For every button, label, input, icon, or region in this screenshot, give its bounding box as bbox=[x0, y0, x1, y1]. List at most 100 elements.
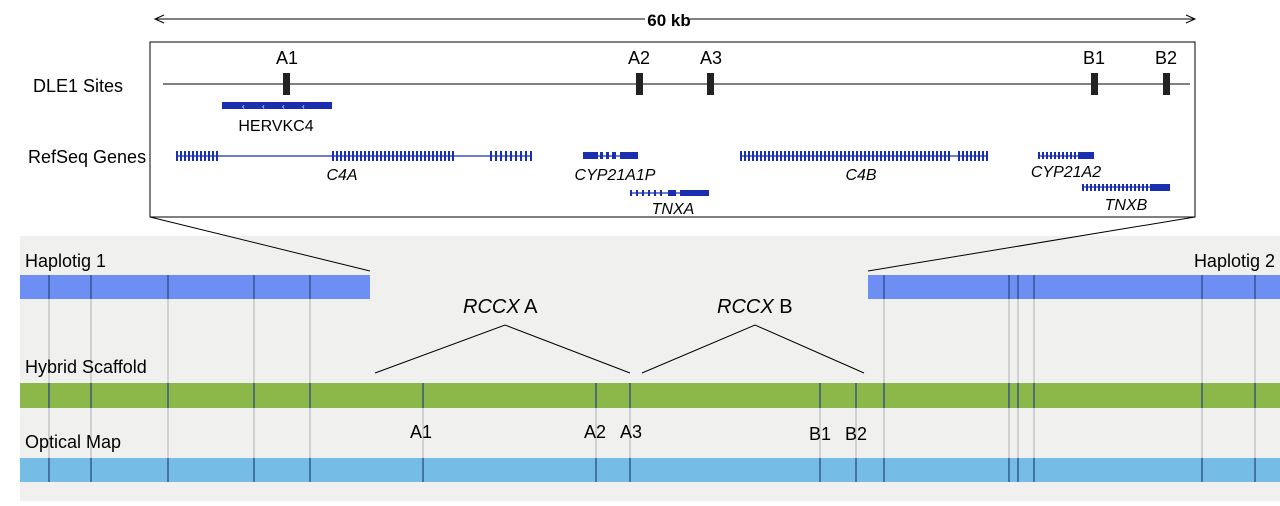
exon-block bbox=[974, 151, 976, 161]
dle1-site-label: A2 bbox=[628, 48, 650, 68]
exon-block bbox=[904, 151, 906, 161]
exon-block bbox=[1118, 184, 1120, 191]
gene-label-hervkc4: HERVKC4 bbox=[238, 118, 313, 135]
exon-block bbox=[1054, 152, 1056, 159]
gene-label-tnxa: TNXA bbox=[652, 201, 695, 218]
exon-block bbox=[848, 151, 850, 161]
exon-block bbox=[188, 151, 190, 161]
exon-block bbox=[400, 151, 402, 161]
exon-block bbox=[420, 151, 422, 161]
exon-block bbox=[936, 151, 938, 161]
gene-tnxa: TNXA bbox=[630, 190, 709, 218]
exon-block bbox=[192, 151, 194, 161]
exon-block bbox=[780, 151, 782, 161]
exon-block bbox=[216, 151, 218, 161]
rccx-a-label: RCCX A bbox=[463, 296, 538, 318]
exon-block bbox=[900, 151, 902, 161]
exon-block bbox=[864, 151, 866, 161]
exon-block bbox=[1142, 184, 1144, 191]
exon-block bbox=[340, 151, 342, 161]
scaffold-site-label: A1 bbox=[410, 422, 432, 442]
scaffold-site-label: B1 bbox=[809, 424, 831, 444]
svg-text:‹: ‹ bbox=[262, 102, 265, 111]
gene-c4a: C4A bbox=[176, 151, 532, 184]
exon-block bbox=[868, 151, 870, 161]
exon-block bbox=[495, 151, 497, 161]
exon-block bbox=[872, 151, 874, 161]
exon-block bbox=[440, 151, 442, 161]
exon-block bbox=[880, 151, 882, 161]
exon-block bbox=[948, 151, 950, 161]
rccx-b-label: RCCX B bbox=[717, 296, 793, 318]
exon-block bbox=[212, 151, 214, 161]
gene-label-c4b: C4B bbox=[845, 167, 876, 184]
exon-block bbox=[982, 151, 984, 161]
exon-block bbox=[444, 151, 446, 161]
exon-block bbox=[180, 151, 182, 161]
exon-block bbox=[416, 151, 418, 161]
exon-block bbox=[808, 151, 810, 161]
dle1-site-mark bbox=[283, 73, 290, 95]
svg-text:‹: ‹ bbox=[242, 102, 245, 111]
gene-tnxb: TNXB bbox=[1082, 184, 1170, 214]
exon-block bbox=[392, 151, 394, 161]
exon-block bbox=[384, 151, 386, 161]
exon-block bbox=[844, 151, 846, 161]
zoom-line-left bbox=[149, 216, 371, 272]
exon-block bbox=[888, 151, 890, 161]
exon-block bbox=[364, 151, 366, 161]
exon-block bbox=[388, 151, 390, 161]
exon-block bbox=[764, 151, 766, 161]
exon-block bbox=[500, 151, 502, 161]
exon-block bbox=[520, 151, 522, 161]
inset-box bbox=[149, 41, 1196, 218]
dle1-site-label: A1 bbox=[276, 48, 298, 68]
exon-block bbox=[760, 151, 762, 161]
exon-block bbox=[1134, 184, 1136, 191]
exon-block bbox=[432, 151, 434, 161]
optical-map-bar bbox=[20, 458, 1280, 482]
exon-block bbox=[1042, 152, 1044, 159]
exon-block bbox=[1114, 184, 1116, 191]
exon-block bbox=[840, 151, 842, 161]
exon-block bbox=[756, 151, 758, 161]
scaffold-site-labels: A1 A2 A3 B1 B2 bbox=[410, 422, 867, 444]
exon-block bbox=[344, 151, 346, 161]
exon-block bbox=[744, 151, 746, 161]
exon-block bbox=[408, 151, 410, 161]
exon-block bbox=[176, 151, 178, 161]
exon-block bbox=[896, 151, 898, 161]
exon-block bbox=[1090, 184, 1092, 191]
exon-block bbox=[908, 151, 910, 161]
scaffold-site-label: B2 bbox=[845, 424, 867, 444]
exon-block bbox=[748, 151, 750, 161]
exon-block bbox=[448, 151, 450, 161]
exon-block bbox=[1070, 152, 1072, 159]
dle1-sites-label: DLE1 Sites bbox=[33, 76, 123, 96]
gene-hervkc4: ‹ ‹ ‹ ‹ HERVKC4 bbox=[222, 102, 332, 135]
exon-block bbox=[836, 151, 838, 161]
exon-block bbox=[962, 151, 964, 161]
exon-block bbox=[200, 151, 202, 161]
exon-block bbox=[792, 151, 794, 161]
exon-block bbox=[740, 151, 742, 161]
exon-block bbox=[1098, 184, 1100, 191]
exon-block bbox=[490, 151, 492, 161]
exon-block bbox=[966, 151, 968, 161]
exon-block bbox=[800, 151, 802, 161]
exon-block bbox=[530, 151, 532, 161]
exon-block bbox=[1086, 184, 1088, 191]
exon-block bbox=[856, 151, 858, 161]
exon-block bbox=[784, 151, 786, 161]
gene-label-c4a: C4A bbox=[326, 167, 357, 184]
exon-block bbox=[1038, 152, 1040, 159]
hybrid-scaffold-bar bbox=[20, 383, 1280, 408]
exon-block bbox=[515, 151, 517, 161]
exon-block bbox=[876, 151, 878, 161]
exon-block bbox=[804, 151, 806, 161]
exon-block bbox=[376, 151, 378, 161]
exon-block bbox=[404, 151, 406, 161]
exon-block bbox=[352, 151, 354, 161]
dle1-site-mark bbox=[707, 73, 714, 95]
